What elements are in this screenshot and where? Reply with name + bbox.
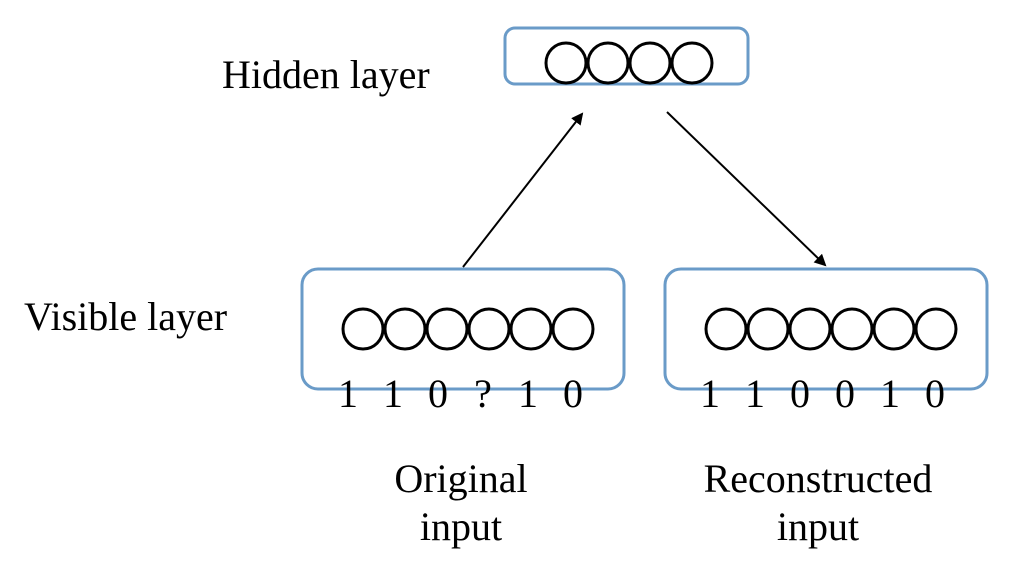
- original-node-4: [467, 307, 511, 351]
- reconstructed-node-1: [704, 307, 748, 351]
- reconstructed-bit-6: 0: [925, 371, 945, 416]
- original-bit-6: 0: [563, 371, 583, 416]
- reconstructed-node-4: [830, 307, 874, 351]
- reconstructed-bit-3: 0: [790, 371, 810, 416]
- hidden-layer-label: Hidden layer: [222, 52, 430, 97]
- reconstructed-bit-5: 1: [880, 371, 900, 416]
- reconstructed-node-3: [788, 307, 832, 351]
- hidden-node-2: [586, 41, 630, 85]
- reconstructed-bit-2: 1: [745, 371, 765, 416]
- hidden-node-3: [628, 41, 672, 85]
- original-bit-4: ?: [474, 371, 492, 416]
- reconstructed-node-5: [872, 307, 916, 351]
- reconstructed-bit-1: 1: [700, 371, 720, 416]
- hidden-layer-nodes: [544, 41, 714, 85]
- original-bit-2: 1: [383, 371, 403, 416]
- hidden-node-4: [670, 41, 714, 85]
- original-bit-5: 1: [518, 371, 538, 416]
- original-node-1: [341, 307, 385, 351]
- reconstructed-input-nodes: [704, 307, 958, 351]
- original-input-caption-line1: Original: [394, 456, 527, 501]
- reconstructed-node-2: [746, 307, 790, 351]
- original-node-2: [383, 307, 427, 351]
- original-bit-3: 0: [428, 371, 448, 416]
- arrow-hidden-to-reconstructed: [666, 111, 827, 267]
- reconstructed-input-caption-line2: input: [777, 504, 859, 549]
- original-node-6: [551, 307, 595, 351]
- original-bit-1: 1: [338, 371, 358, 416]
- original-node-3: [425, 307, 469, 351]
- reconstructed-node-6: [914, 307, 958, 351]
- original-input-caption-line2: input: [420, 504, 502, 549]
- hidden-node-1: [544, 41, 588, 85]
- reconstructed-bit-4: 0: [835, 371, 855, 416]
- arrow-visible-to-hidden: [462, 112, 584, 268]
- original-node-5: [509, 307, 553, 351]
- visible-layer-label: Visible layer: [24, 294, 227, 339]
- reconstructed-input-caption-line1: Reconstructed: [704, 456, 933, 501]
- original-input-nodes: [341, 307, 595, 351]
